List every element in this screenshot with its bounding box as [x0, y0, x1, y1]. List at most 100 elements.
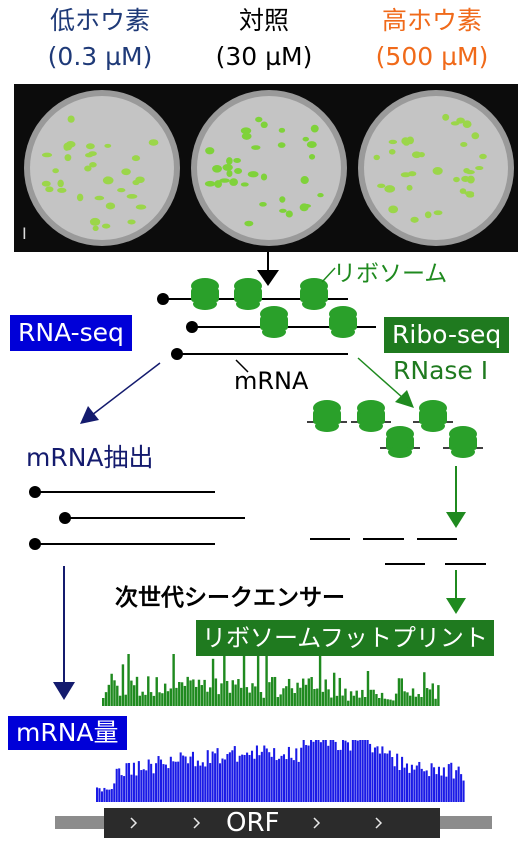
- coverage-bar: [301, 678, 305, 706]
- seedling: [388, 139, 398, 145]
- coverage-bar: [174, 761, 177, 802]
- coverage-bar: [161, 693, 164, 706]
- coverage-bar: [155, 763, 158, 802]
- coverage-bar: [141, 691, 144, 706]
- seedling: [131, 155, 141, 162]
- coverage-bar: [223, 759, 226, 802]
- seedling: [479, 153, 487, 160]
- mrna-label: mRNA: [234, 367, 309, 395]
- coverage-bar: [186, 676, 189, 706]
- seedling: [89, 162, 97, 168]
- ribosome-cap: [329, 306, 357, 322]
- coverage-bar: [334, 741, 337, 802]
- coverage-bar: [240, 687, 243, 706]
- coverage-bar: [369, 743, 372, 802]
- coverage-bar: [430, 763, 433, 802]
- coverage-bar: [450, 762, 453, 802]
- coverage-bar: [209, 687, 212, 706]
- ribosome-small-subunit: [451, 446, 475, 458]
- seedling: [279, 208, 287, 213]
- coverage-bar: [164, 764, 167, 802]
- seedling: [101, 223, 111, 229]
- seedling: [226, 169, 233, 178]
- seedling: [471, 132, 480, 140]
- coverage-bar: [104, 692, 108, 706]
- coverage-bar: [220, 683, 223, 706]
- seedling: [424, 211, 432, 219]
- coverage-bar: [381, 746, 384, 802]
- coverage-bar: [214, 753, 217, 802]
- seedling: [277, 142, 286, 148]
- coverage-bar: [417, 694, 420, 706]
- coverage-bar: [125, 763, 128, 802]
- seedling: [126, 194, 138, 199]
- seedling: [127, 219, 136, 225]
- coverage-bar: [361, 740, 364, 802]
- seedling: [89, 217, 101, 226]
- coverage-bar: [406, 692, 409, 706]
- coverage-bar: [142, 769, 145, 802]
- seedling: [406, 184, 413, 191]
- seedling: [63, 142, 70, 151]
- rna-seq-tag: RNA-seq: [10, 315, 132, 351]
- coverage-bar: [241, 754, 244, 802]
- seedling: [92, 225, 99, 232]
- coverage-bar: [250, 750, 254, 802]
- coverage-bar: [373, 747, 377, 802]
- coverage-bar: [359, 740, 362, 802]
- seedling: [401, 137, 410, 145]
- coverage-bar: [327, 689, 330, 706]
- coverage-bar: [110, 789, 113, 802]
- photo-mark: I: [22, 224, 27, 243]
- coverage-bar: [242, 654, 246, 706]
- ribosome-small-subunit: [302, 298, 326, 310]
- coverage-bar: [214, 678, 218, 706]
- coverage-bar: [237, 679, 240, 706]
- coverage-bar: [265, 654, 268, 706]
- coverage-bar: [319, 742, 322, 802]
- arrow-rnaseq-head: [80, 406, 99, 424]
- chevron-right-icon: [313, 817, 321, 829]
- coverage-bar: [147, 759, 150, 802]
- coverage-bar: [410, 764, 413, 802]
- coverage-bar: [175, 687, 178, 706]
- coverage-bar: [346, 742, 349, 802]
- seedling: [442, 113, 450, 121]
- coverage-bar: [204, 766, 207, 802]
- coverage-bar: [302, 740, 305, 802]
- coverage-bar: [369, 689, 372, 706]
- seedling: [299, 203, 309, 212]
- seedling: [57, 187, 67, 193]
- seedling: [247, 171, 259, 178]
- coverage-bar: [293, 693, 296, 706]
- coverage-bar: [397, 678, 401, 706]
- seedling: [105, 202, 116, 210]
- seedling: [251, 145, 261, 150]
- seedling: [450, 121, 460, 126]
- coverage-bar: [310, 677, 313, 706]
- coverage-bar: [262, 697, 265, 706]
- footprint-fragments: [310, 538, 486, 565]
- seedling: [240, 127, 252, 135]
- coverage-bar: [260, 751, 263, 802]
- coverage-bar: [386, 753, 389, 802]
- seedling: [460, 142, 468, 147]
- coverage-bar: [285, 759, 288, 802]
- footprint-coverage: [102, 654, 440, 706]
- coverage-bar: [440, 775, 443, 802]
- seedling: [214, 180, 223, 188]
- coverage-bar: [245, 687, 249, 706]
- seedling: [260, 173, 268, 181]
- seedling: [204, 180, 216, 187]
- coverage-bar: [442, 767, 445, 802]
- condition-high: 高ホウ素 (500 µM): [352, 6, 512, 72]
- condition-low-name: 低ホウ素: [49, 6, 150, 35]
- arrow-riboseq-line: [357, 357, 404, 399]
- coverage-bar: [100, 791, 103, 802]
- coverage-bar: [179, 752, 182, 802]
- coverage-bar: [398, 770, 401, 802]
- seedling: [464, 191, 475, 196]
- arrow-green-2-head: [446, 598, 466, 614]
- coverage-bar: [375, 694, 378, 706]
- seedling: [463, 167, 470, 174]
